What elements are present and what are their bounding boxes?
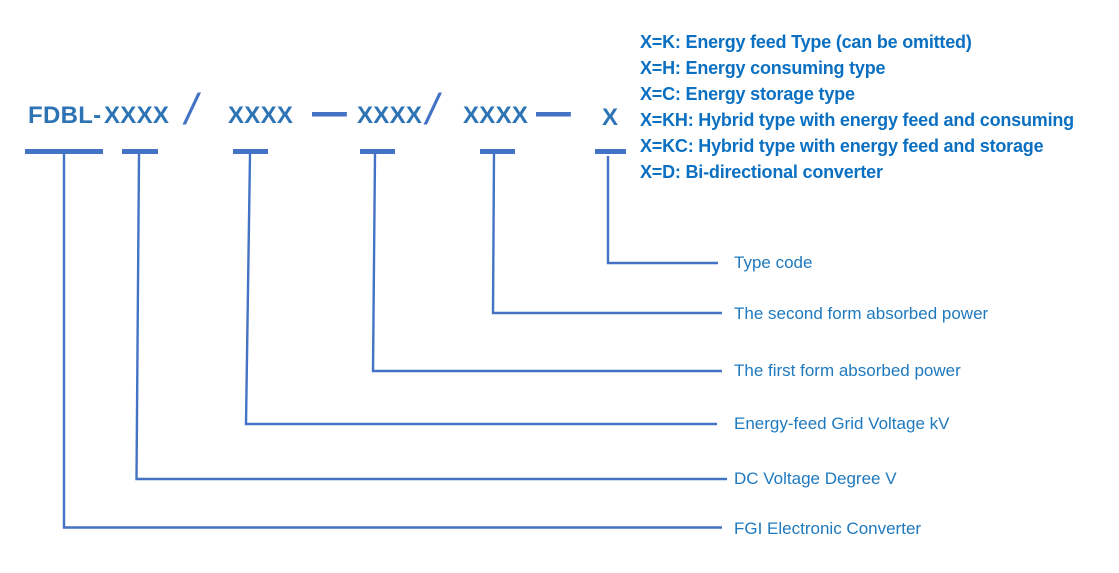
type-legend-item-kh: X=KH: Hybrid type with energy feed and c… [640, 110, 1074, 130]
code-separator-slash-2: / [426, 85, 439, 134]
connector-grid-voltage [244, 153, 717, 426]
connector-type-code [606, 156, 718, 265]
type-legend-item-kc: X=KC: Hybrid type with energy feed and s… [640, 136, 1044, 156]
code-segment-dc-voltage: XXXX [104, 102, 170, 129]
code-segment-second-form: XXXX [463, 102, 529, 129]
connector-dc-voltage [135, 153, 727, 481]
code-segment-grid-voltage: XXXX [228, 102, 294, 129]
code-separator-dash-1: — [312, 86, 347, 138]
callout-first-form-power: The first form absorbed power [734, 361, 961, 380]
callout-grid-voltage: Energy-feed Grid Voltage kV [734, 414, 950, 433]
code-segment-first-form: XXXX [357, 102, 423, 129]
type-legend-item-c: X=C: Energy storage type [640, 84, 855, 104]
connector-converter [62, 154, 722, 529]
callout-second-form-power: The second form absorbed power [734, 304, 989, 323]
code-prefix: FDBL- [28, 102, 102, 129]
code-type-placeholder: X [602, 104, 619, 131]
code-separator-slash-1: / [185, 85, 198, 134]
connector-first-form-power [371, 153, 722, 373]
callout-converter: FGI Electronic Converter [734, 519, 922, 538]
type-legend: X=K: Energy feed Type (can be omitted) X… [640, 29, 1110, 185]
code-separator-dash-2: — [536, 86, 571, 138]
type-legend-item-h: X=H: Energy consuming type [640, 58, 886, 78]
type-legend-item-d: X=D: Bi-directional converter [640, 162, 883, 182]
callout-dc-voltage: DC Voltage Degree V [734, 469, 897, 488]
type-legend-item-k: X=K: Energy feed Type (can be omitted) [640, 32, 972, 52]
callout-type-code: Type code [734, 253, 813, 272]
connector-second-form-power [491, 153, 722, 315]
